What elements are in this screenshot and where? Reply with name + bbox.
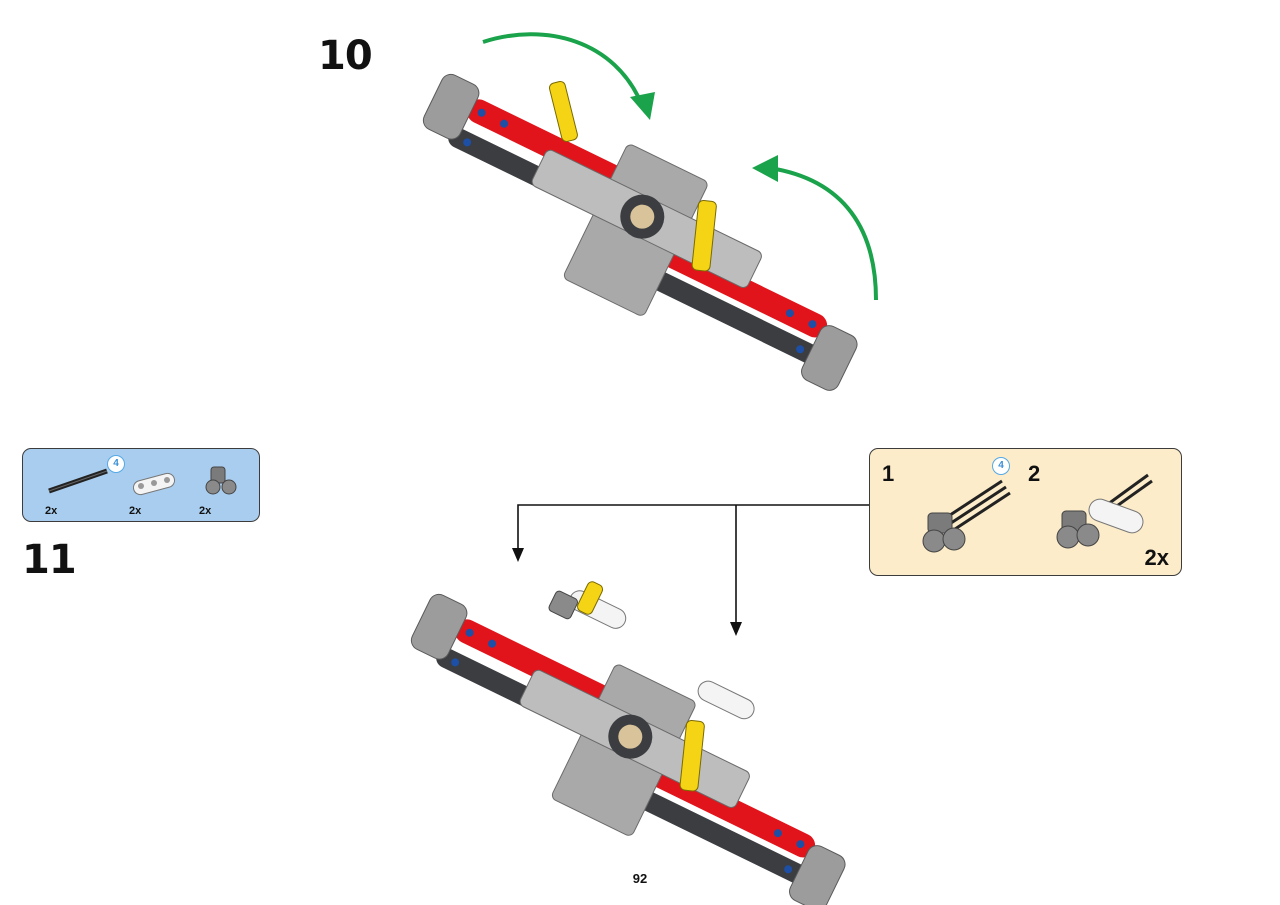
page-number: 92: [632, 871, 648, 886]
subassembly-callout: 1 4 2 2x: [869, 448, 1182, 576]
subassembly-2-illustration: [1056, 473, 1153, 549]
axle-length-badge: 4: [992, 457, 1010, 475]
substep-number-1: 1: [882, 461, 895, 486]
parts-callout-item-connector: 2x: [199, 453, 249, 517]
technic-liftarm-icon: [132, 472, 176, 496]
technic-axle-icon: [48, 468, 108, 494]
step-number-11: 11: [22, 537, 77, 583]
parts-callout-item-axle: 4 2x: [45, 453, 125, 517]
chassis-model-step11: [410, 581, 846, 905]
step-number-10: 10: [318, 33, 373, 79]
subassembly-1-illustration: [922, 479, 1011, 553]
parts-callout-item-liftarm: 2x: [129, 453, 189, 517]
chassis-model-step10: [422, 73, 858, 391]
substep-number-2: 2: [1028, 461, 1041, 486]
parts-callout: 4 2x 2x 2x: [22, 448, 260, 522]
parts-quantity: 2x: [129, 505, 142, 517]
parts-quantity: 2x: [199, 505, 212, 517]
subassembly-quantity: 2x: [1144, 545, 1169, 570]
axle-pin-connector-icon: [205, 466, 237, 495]
axle-length-badge: 4: [107, 455, 125, 473]
parts-quantity: 2x: [45, 505, 58, 517]
